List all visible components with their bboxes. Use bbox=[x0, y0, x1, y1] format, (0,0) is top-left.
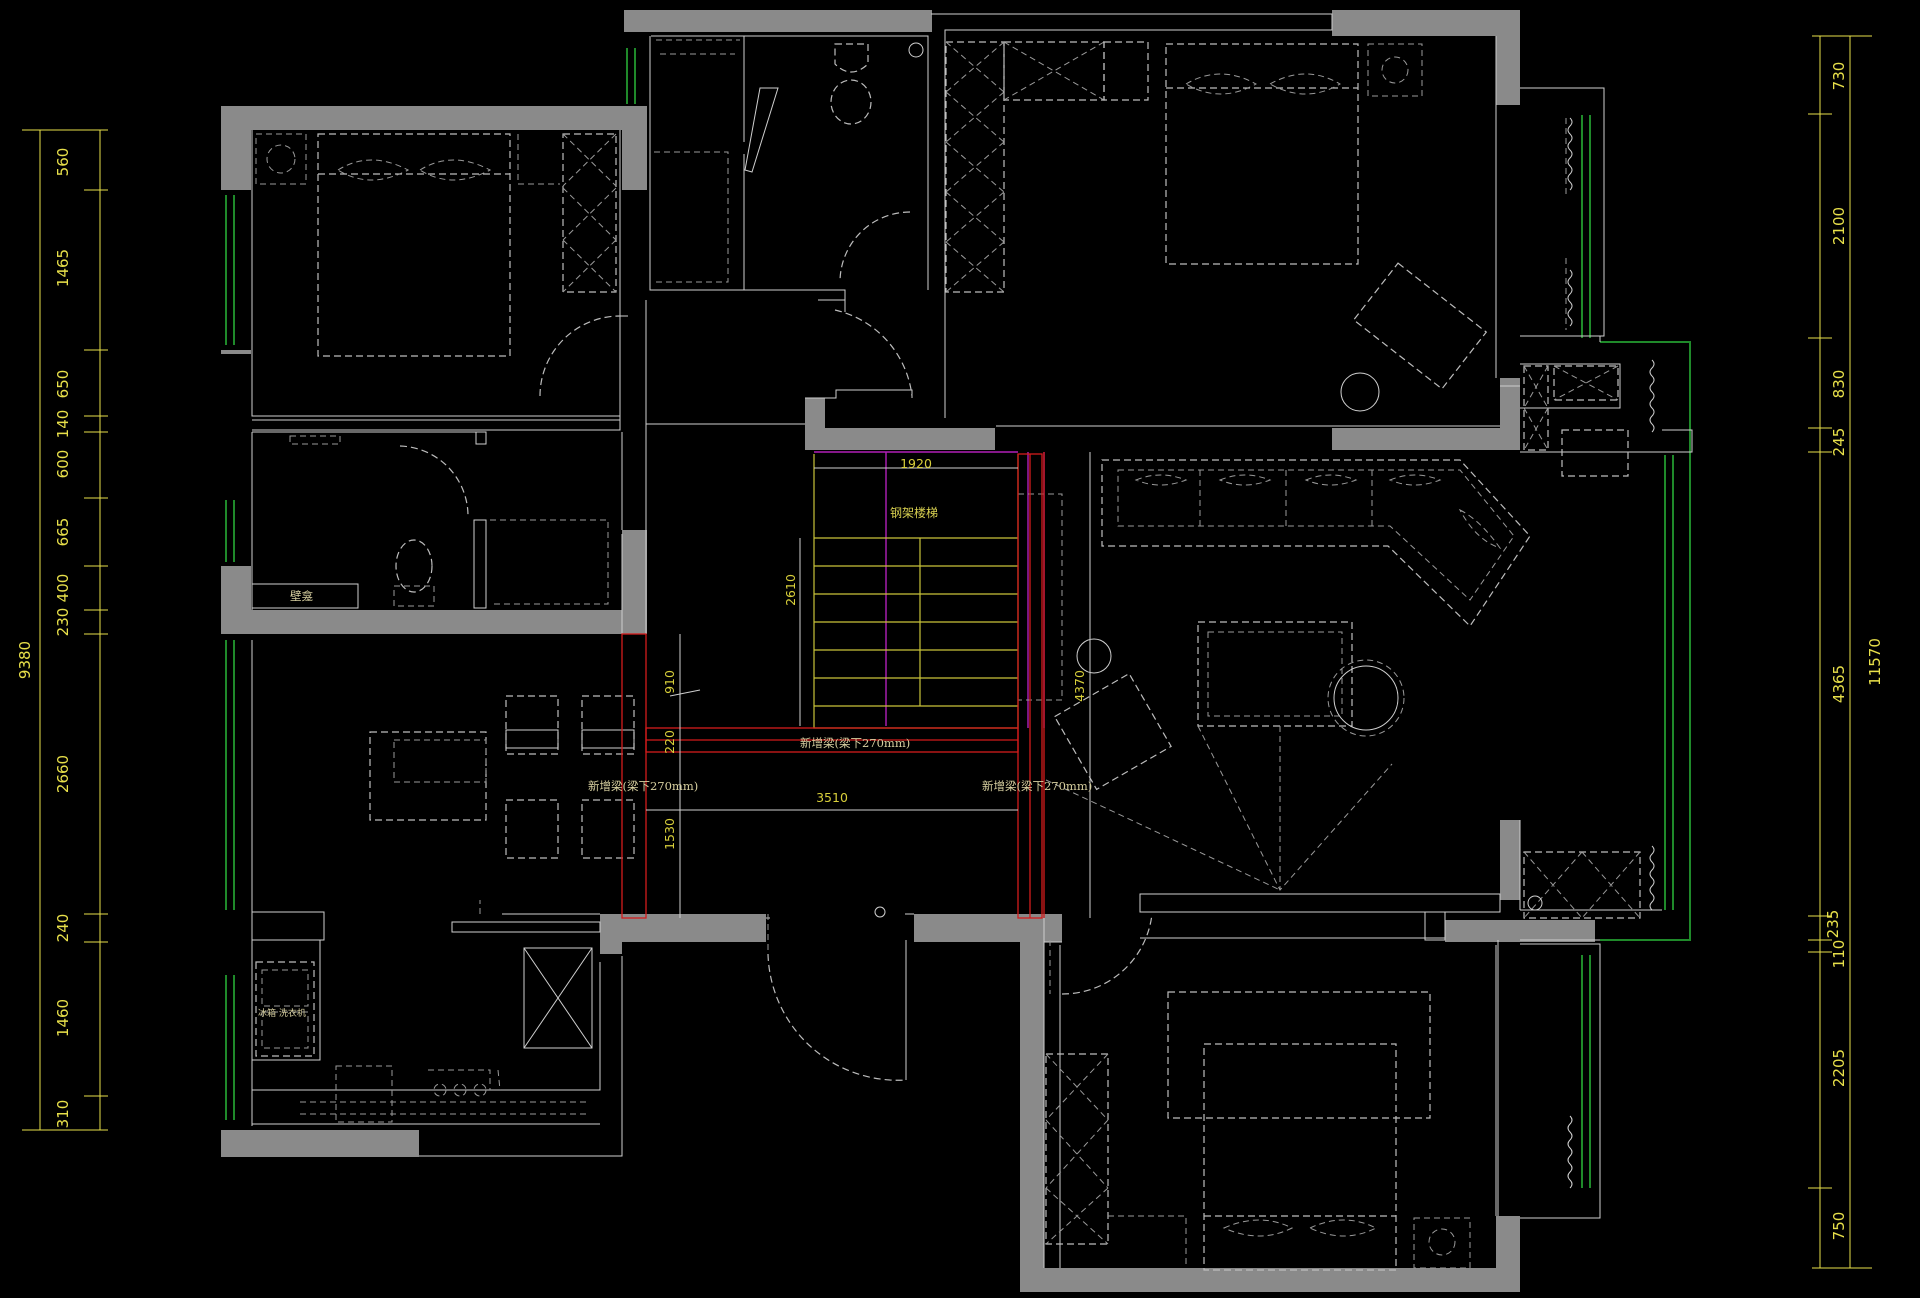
dim-910: 910 bbox=[662, 670, 677, 694]
right-dim-1: 2100 bbox=[1830, 207, 1848, 245]
new-beams bbox=[621, 452, 1045, 919]
dim-3510: 3510 bbox=[816, 790, 848, 805]
stair-label: 钢架楼梯 bbox=[890, 505, 938, 520]
furniture bbox=[255, 39, 1655, 1271]
left-dim-5: 665 bbox=[54, 518, 72, 547]
left-dimension-chain: 9380 560 1465 650 140 600 665 400 230 26… bbox=[16, 129, 108, 1131]
left-dim-7: 230 bbox=[54, 608, 72, 637]
stair-length-dim: 2610 bbox=[783, 574, 798, 606]
left-dim-1: 1465 bbox=[54, 249, 72, 287]
beam-label-top: 新增梁(梁下270mm) bbox=[800, 736, 910, 750]
right-dimension-chain: 11570 730 2100 830 245 4365 235 110 2205… bbox=[1808, 35, 1884, 1269]
left-total: 9380 bbox=[16, 641, 34, 679]
left-dim-10: 1460 bbox=[54, 999, 72, 1037]
right-dim-8: 750 bbox=[1830, 1212, 1848, 1241]
left-dim-9: 240 bbox=[54, 914, 72, 943]
beam-label-left: 新增梁(梁下270mm) bbox=[588, 779, 698, 793]
left-dim-0: 560 bbox=[54, 148, 72, 177]
labels: 1920 钢架楼梯 2610 910 220 1530 3510 4370 新增… bbox=[258, 456, 1092, 1019]
beam-label-right: 新增梁(梁下270mm) bbox=[982, 779, 1092, 793]
left-dim-2: 650 bbox=[54, 370, 72, 399]
appliance-label: 冰箱 洗衣机 bbox=[258, 1007, 306, 1019]
right-dim-5: 235 bbox=[1824, 910, 1842, 939]
inner-dimensions bbox=[646, 452, 1091, 918]
left-dim-6: 400 bbox=[54, 574, 72, 603]
dim-220: 220 bbox=[662, 730, 677, 754]
right-dim-7: 2205 bbox=[1830, 1049, 1848, 1087]
right-dim-0: 730 bbox=[1830, 62, 1848, 91]
staircase bbox=[813, 451, 1063, 729]
right-dim-2: 830 bbox=[1830, 370, 1848, 399]
windows bbox=[225, 48, 1691, 1188]
right-dim-6: 110 bbox=[1830, 940, 1848, 969]
walls bbox=[221, 10, 1595, 1292]
outlines bbox=[251, 13, 1693, 1268]
right-dim-3: 245 bbox=[1830, 428, 1848, 457]
left-dim-4: 600 bbox=[54, 450, 72, 479]
dim-4370: 4370 bbox=[1072, 670, 1087, 702]
right-total: 11570 bbox=[1866, 638, 1884, 686]
stair-width-dim: 1920 bbox=[900, 456, 932, 471]
left-dim-11: 310 bbox=[54, 1100, 72, 1129]
right-dim-4: 4365 bbox=[1830, 665, 1848, 703]
dim-1530: 1530 bbox=[662, 818, 677, 850]
left-dim-3: 140 bbox=[54, 410, 72, 439]
left-dim-8: 2660 bbox=[54, 755, 72, 793]
niche-label: 壁龛 bbox=[290, 589, 313, 603]
